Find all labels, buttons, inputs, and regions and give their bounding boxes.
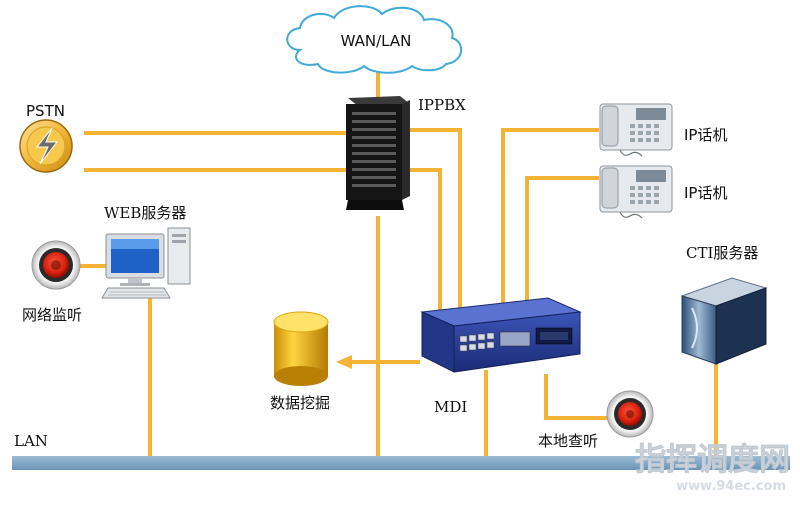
ip-phone-1-label: IP话机 [684,126,727,144]
mdi-label: MDI [434,398,467,416]
data-mining-label: 数据挖掘 [270,394,330,412]
link-ippbx-mdi-2 [406,168,442,310]
pstn-icon [19,119,73,173]
connection-lines [78,66,718,458]
local-monitor-label: 本地查听 [538,432,598,450]
web-server-icon [101,227,191,299]
mdi-device-icon [420,297,582,373]
ippbx-server-icon [346,96,410,210]
lan-bar [12,456,790,470]
link-phone1-mdi [501,128,599,310]
wan-label: WAN/LAN [341,32,412,50]
cloud-icon [286,5,462,74]
watermark-title: 指挥调度网 [635,442,790,478]
link-phone2-mdi [525,176,599,310]
web-server-label: WEB服务器 [104,204,186,222]
arrow-to-datamining [336,355,352,369]
ip-phone-icon [599,103,673,157]
pstn-label: PSTN [26,102,65,120]
lan-label: LAN [14,432,48,450]
link-ippbx-mdi-1 [406,128,462,310]
database-icon [273,311,329,386]
ippbx-label: IPPBX [418,96,466,114]
ip-phone-2-label: IP话机 [684,184,727,202]
cti-server-label: CTI服务器 [686,244,758,262]
network-monitor-label: 网络监听 [22,306,82,324]
local-monitor-speaker-icon [606,390,654,438]
watermark-url: www.94ec.com [676,479,786,494]
link-mdi-localmonitor [544,374,608,420]
cti-server-icon [680,277,768,365]
ip-phone-icon [599,165,673,219]
network-monitor-speaker-icon [31,240,81,290]
